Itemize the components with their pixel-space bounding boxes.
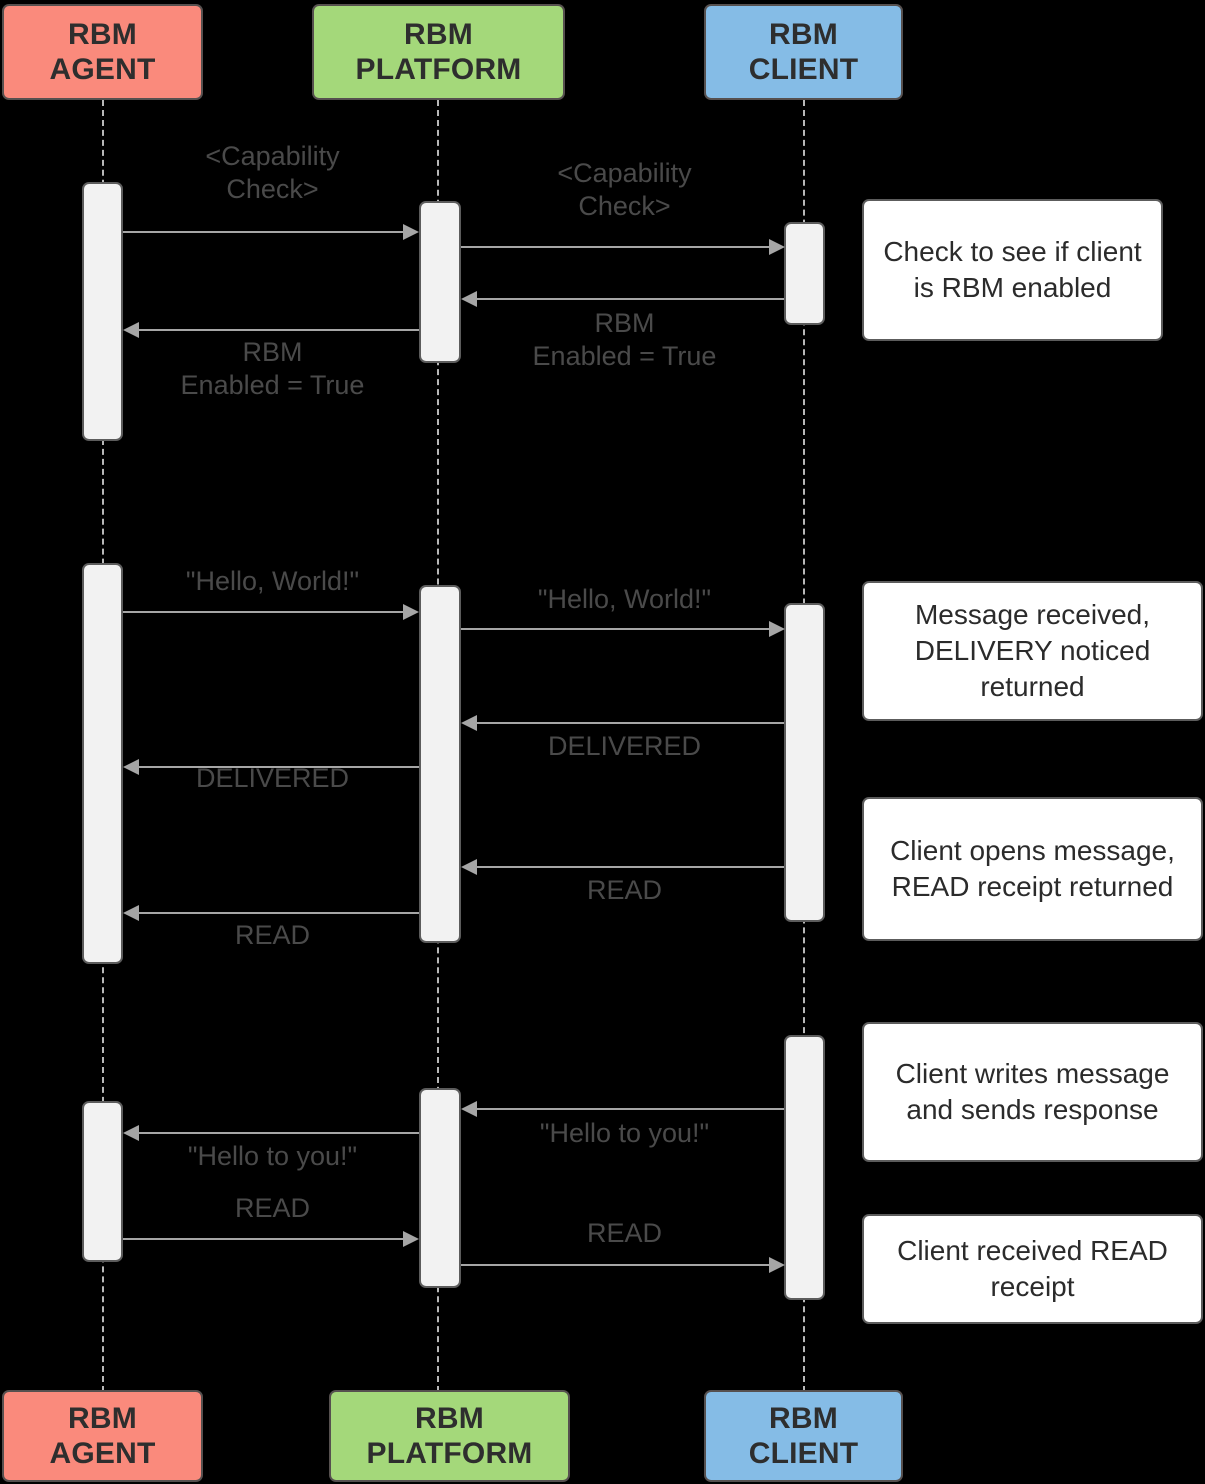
participant-footer-platform-line2: PLATFORM <box>366 1437 533 1470</box>
message-label-m10: READ <box>234 920 310 950</box>
message-arrowhead-m5 <box>403 604 419 620</box>
message-line-m7 <box>477 722 784 724</box>
message-arrowhead-m10 <box>123 905 139 921</box>
activation-client-3[interactable] <box>784 1035 825 1300</box>
message-arrowhead-m6 <box>769 621 785 637</box>
participant-header-platform[interactable]: RBM PLATFORM <box>312 4 565 100</box>
activation-platform-3[interactable] <box>419 1088 461 1288</box>
participant-footer-platform[interactable]: RBM PLATFORM <box>329 1390 570 1482</box>
note-client-received-read: Client received READ receipt <box>862 1214 1203 1324</box>
message-line-m5 <box>123 611 403 613</box>
message-arrowhead-m7 <box>461 715 477 731</box>
message-line-m4 <box>139 329 419 331</box>
participant-footer-agent-line2: AGENT <box>49 1437 156 1470</box>
note-capability-check: Check to see if client is RBM enabled <box>862 199 1163 341</box>
participant-header-client-line1: RBM <box>769 17 838 51</box>
message-line-m6 <box>461 628 769 630</box>
message-line-m10 <box>139 912 419 914</box>
participant-footer-platform-line1: RBM <box>415 1401 484 1435</box>
participant-header-agent-line2: AGENT <box>49 53 156 86</box>
participant-header-platform-line1: RBM <box>404 17 473 51</box>
message-line-m3 <box>477 298 784 300</box>
message-line-m9 <box>477 866 784 868</box>
message-arrowhead-m3 <box>461 291 477 307</box>
activation-platform-1[interactable] <box>419 201 461 363</box>
participant-footer-client-line2: CLIENT <box>748 1437 859 1470</box>
message-label-m5: "Hello, World!" <box>185 566 360 596</box>
message-label-m2: <Capability Check> <box>557 158 692 221</box>
message-label-m13: READ <box>234 1193 310 1223</box>
activation-agent-2[interactable] <box>82 563 123 964</box>
message-arrowhead-m1 <box>403 224 419 240</box>
message-arrowhead-m11 <box>461 1101 477 1117</box>
message-label-m4: RBM Enabled = True <box>180 337 365 400</box>
note-client-opens-message: Client opens message, READ receipt retur… <box>862 797 1203 941</box>
participant-footer-client[interactable]: RBM CLIENT <box>704 1390 903 1482</box>
message-label-m9: READ <box>586 875 662 905</box>
participant-footer-client-line1: RBM <box>769 1401 838 1435</box>
note-client-writes-message: Client writes message and sends response <box>862 1022 1203 1162</box>
participant-header-agent[interactable]: RBM AGENT <box>2 4 203 100</box>
message-label-m3: RBM Enabled = True <box>532 308 717 371</box>
message-label-m12: "Hello to you!" <box>187 1141 358 1171</box>
message-label-m11: "Hello to you!" <box>539 1118 710 1148</box>
message-arrowhead-m14 <box>769 1257 785 1273</box>
message-label-m7: DELIVERED <box>547 731 702 761</box>
message-arrowhead-m9 <box>461 859 477 875</box>
participant-footer-agent-line1: RBM <box>68 1401 137 1435</box>
activation-agent-3[interactable] <box>82 1101 123 1262</box>
message-label-m14: READ <box>586 1218 662 1248</box>
message-label-m8: DELIVERED <box>195 763 350 793</box>
message-line-m14 <box>461 1264 769 1266</box>
message-line-m13 <box>123 1238 403 1240</box>
message-arrowhead-m13 <box>403 1231 419 1247</box>
activation-client-1[interactable] <box>784 222 825 325</box>
note-message-received: Message received, DELIVERY noticed retur… <box>862 581 1203 721</box>
message-arrowhead-m12 <box>123 1125 139 1141</box>
activation-client-2[interactable] <box>784 603 825 922</box>
participant-header-agent-line1: RBM <box>68 17 137 51</box>
message-line-m2 <box>461 246 769 248</box>
participant-footer-agent[interactable]: RBM AGENT <box>2 1390 203 1482</box>
message-arrowhead-m8 <box>123 759 139 775</box>
activation-platform-2[interactable] <box>419 585 461 943</box>
activation-agent-1[interactable] <box>82 182 123 441</box>
message-line-m8 <box>139 766 419 768</box>
message-label-m6: "Hello, World!" <box>537 584 712 614</box>
message-arrowhead-m2 <box>769 239 785 255</box>
message-label-m1: <Capability Check> <box>205 141 340 204</box>
participant-header-client[interactable]: RBM CLIENT <box>704 4 903 100</box>
participant-header-platform-line2: PLATFORM <box>355 53 522 86</box>
message-line-m11 <box>477 1108 784 1110</box>
message-arrowhead-m4 <box>123 322 139 338</box>
message-line-m12 <box>139 1132 419 1134</box>
participant-header-client-line2: CLIENT <box>748 53 859 86</box>
message-line-m1 <box>123 231 403 233</box>
